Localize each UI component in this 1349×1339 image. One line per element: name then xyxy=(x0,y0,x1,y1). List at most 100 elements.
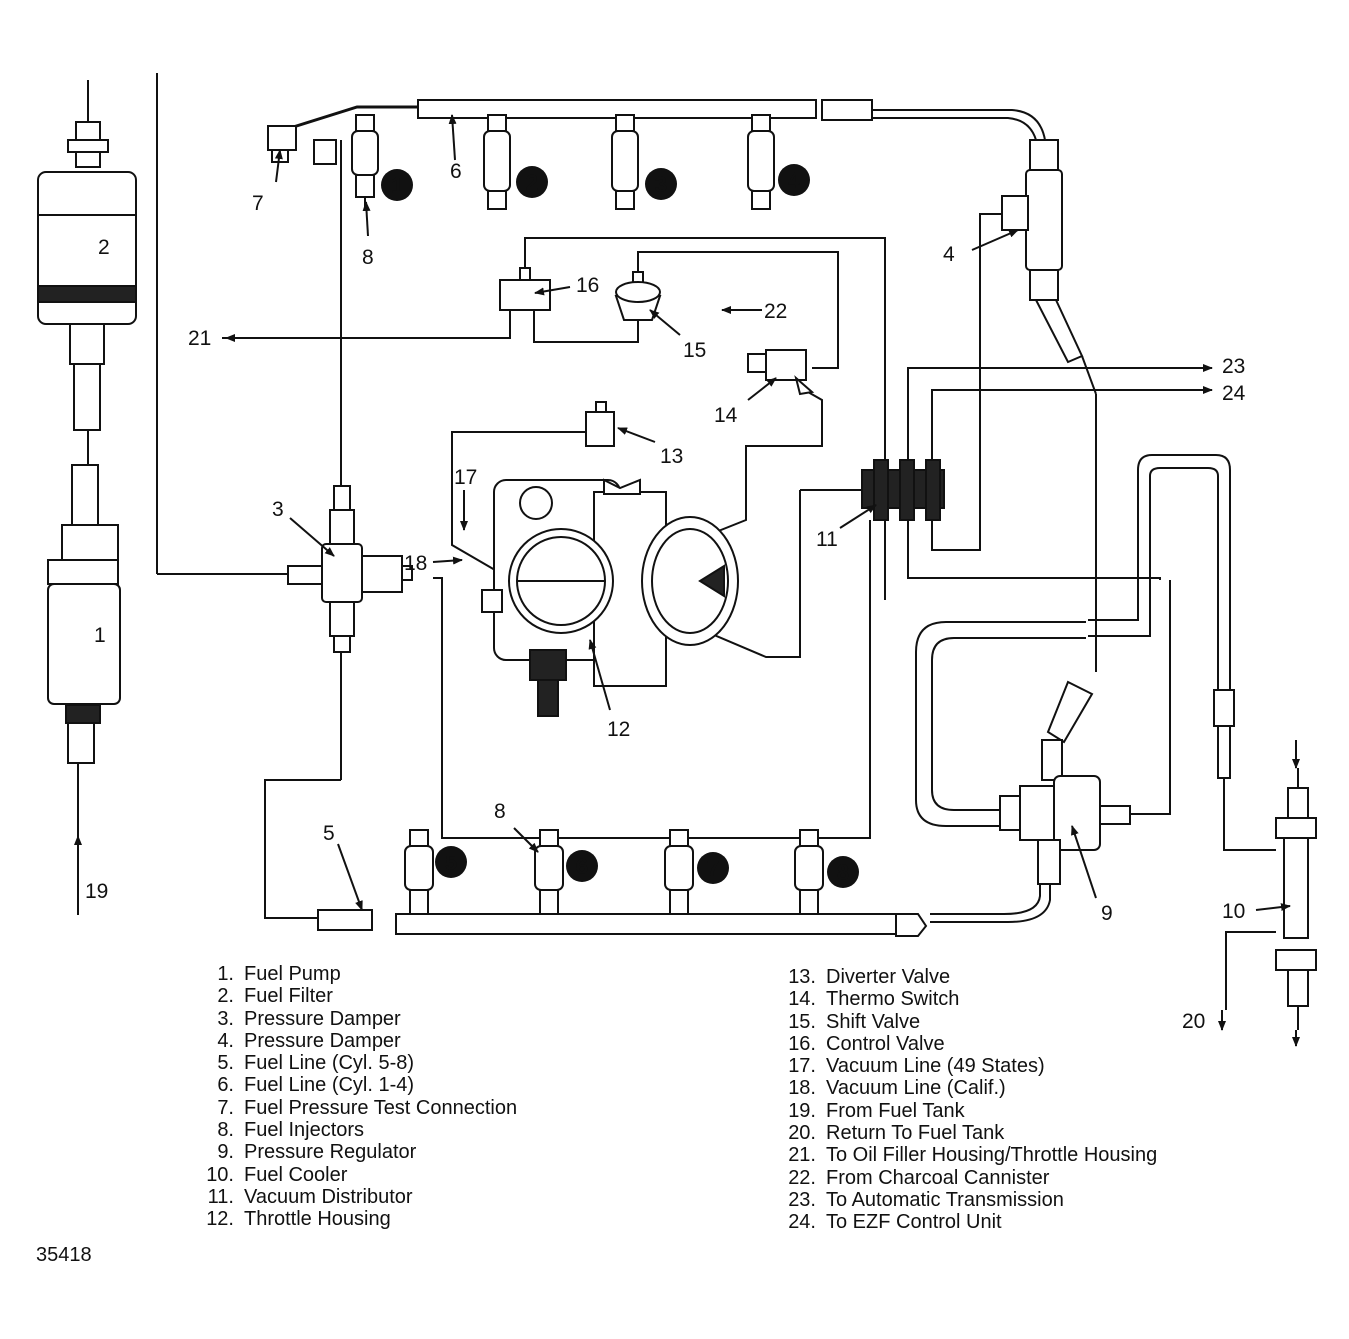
legend-number: 5. xyxy=(217,1052,234,1075)
legend-item: 16.Control Valve xyxy=(778,1033,1157,1055)
cylinder-number-2: 2 xyxy=(516,166,548,198)
svg-text:8: 8 xyxy=(837,860,849,885)
legend-text: Throttle Housing xyxy=(244,1208,391,1231)
legend-item: 22. From Charcoal Cannister xyxy=(778,1167,1157,1189)
legend-text: Vacuum Distributor xyxy=(244,1185,413,1208)
control-valve-16 xyxy=(499,267,551,311)
callout-20: 20 xyxy=(1182,1010,1205,1033)
cylinder-number-5: 5 xyxy=(435,846,467,878)
figure-id: 35418 xyxy=(36,1244,92,1266)
legend-text: To Automatic Transmission xyxy=(826,1188,1064,1211)
distributor-outlet-lines xyxy=(907,213,1210,580)
legend-number: 10. xyxy=(206,1163,234,1186)
legend-text: Pressure Regulator xyxy=(244,1141,417,1164)
legend-number: 8. xyxy=(217,1119,234,1142)
injector-3 xyxy=(611,114,639,210)
svg-text:7: 7 xyxy=(707,856,719,881)
legend-item: 10. Fuel Cooler xyxy=(196,1164,517,1186)
legend-text: Thermo Switch xyxy=(826,988,960,1011)
legend-right: 13. Diverter Valve 14. Thermo Switch 15. Shif… xyxy=(778,966,1157,1234)
fuel-line-cyl-1-4 xyxy=(289,99,1046,141)
legend-item: 18.Vacuum Line (Calif.) xyxy=(778,1077,1157,1099)
legend-text: Return To Fuel Tank xyxy=(826,1122,1005,1145)
svg-text:4: 4 xyxy=(788,168,801,193)
fuel-line-vertical xyxy=(156,73,342,919)
legend-text: Shift Valve xyxy=(826,1010,921,1033)
pressure-damper-4 xyxy=(1001,139,1097,672)
legend-item: 5. Fuel Line (Cyl. 5-8) xyxy=(196,1052,517,1074)
callout-23: 23 xyxy=(1222,355,1245,378)
legend-text: Control Valve xyxy=(826,1032,945,1055)
vacuum-distributor xyxy=(861,459,945,521)
callout-17: 17 xyxy=(454,466,477,489)
callout-4: 4 xyxy=(943,243,955,266)
legend-text: From Fuel Tank xyxy=(826,1099,965,1122)
cylinder-number-6: 6 xyxy=(566,850,598,882)
callout-8-top: 8 xyxy=(362,246,374,269)
injector-5 xyxy=(404,829,434,915)
callout-11: 11 xyxy=(816,528,838,551)
svg-text:6: 6 xyxy=(576,854,588,879)
legend-number: 15. xyxy=(788,1010,816,1033)
legend-item: 4. Pressure Damper xyxy=(196,1030,517,1052)
legend-number: 22. xyxy=(788,1166,816,1189)
callout-16: 16 xyxy=(576,274,599,297)
callout-13: 13 xyxy=(660,445,683,468)
legend-text: Diverter Valve xyxy=(826,966,951,988)
callout-22: 22 xyxy=(764,300,787,323)
legend-text: Fuel Pressure Test Connection xyxy=(244,1096,518,1119)
legend-number: 17. xyxy=(788,1055,816,1078)
legend-text: From Charcoal Cannister xyxy=(826,1166,1050,1189)
label-2: 2 xyxy=(98,236,110,259)
legend-item: 6.Fuel Line (Cyl. 1-4) xyxy=(196,1074,517,1096)
legend-number: 19. xyxy=(788,1099,816,1122)
svg-text:5: 5 xyxy=(445,850,457,875)
svg-text:1: 1 xyxy=(391,173,403,198)
thermo-switch-14 xyxy=(747,349,815,396)
legend-number: 9. xyxy=(217,1141,234,1164)
legend-item: 14. Thermo Switch xyxy=(778,988,1157,1010)
label-1: 1 xyxy=(94,624,106,647)
svg-text:2: 2 xyxy=(526,170,538,195)
legend-number: 21. xyxy=(788,1144,816,1167)
callout-9: 9 xyxy=(1101,902,1113,925)
callout-arrows xyxy=(74,114,1300,1047)
legend-number: 4. xyxy=(217,1029,234,1052)
legend-text: To Oil Filler Housing/Throttle Housing xyxy=(826,1144,1158,1167)
callout-numbers: 7 6 8 16 22 15 21 14 13 4 23 24 17 3 18 … xyxy=(85,160,1246,1033)
legend-number: 23. xyxy=(788,1188,816,1211)
cylinder-number-4: 4 xyxy=(778,164,810,196)
legend-item: 1.Fuel Pump xyxy=(196,963,517,985)
fuel-pressure-test-connection xyxy=(267,125,337,165)
legend-item: 17.Vacuum Line (49 States) xyxy=(778,1055,1157,1077)
legend-number: 24. xyxy=(788,1211,816,1234)
legend-text: Fuel Line (Cyl. 5-8) xyxy=(244,1052,415,1075)
callout-21: 21 xyxy=(188,327,211,350)
legend-item: 9. Pressure Regulator xyxy=(196,1141,517,1163)
legend-number: 13. xyxy=(788,966,816,988)
legend-item: 7.Fuel Pressure Test Connection xyxy=(196,1097,517,1119)
callout-19: 19 xyxy=(85,880,108,903)
legend-text: Fuel Injectors xyxy=(244,1119,365,1142)
injector-1 xyxy=(351,114,379,210)
legend-text: Pressure Damper xyxy=(244,1029,401,1052)
injector-2 xyxy=(483,114,511,210)
injector-7 xyxy=(664,829,694,915)
callout-10: 10 xyxy=(1222,900,1245,923)
svg-text:3: 3 xyxy=(655,172,667,197)
legend-text: Fuel Pump xyxy=(244,963,341,985)
fuel-cooler xyxy=(1275,768,1317,1030)
callout-6: 6 xyxy=(450,160,462,183)
legend-text: Fuel Line (Cyl. 1-4) xyxy=(244,1074,415,1097)
legend-number: 3. xyxy=(217,1007,234,1030)
callout-7: 7 xyxy=(252,192,264,215)
fuel-filter xyxy=(37,121,137,431)
legend-item: 23. To Automatic Transmission xyxy=(778,1189,1157,1211)
legend-text: To EZF Control Unit xyxy=(826,1211,1002,1234)
injector-6 xyxy=(534,829,564,915)
legend-number: 2. xyxy=(217,985,234,1008)
legend-number: 14. xyxy=(788,988,816,1011)
legend-text: Fuel Cooler xyxy=(244,1163,348,1186)
